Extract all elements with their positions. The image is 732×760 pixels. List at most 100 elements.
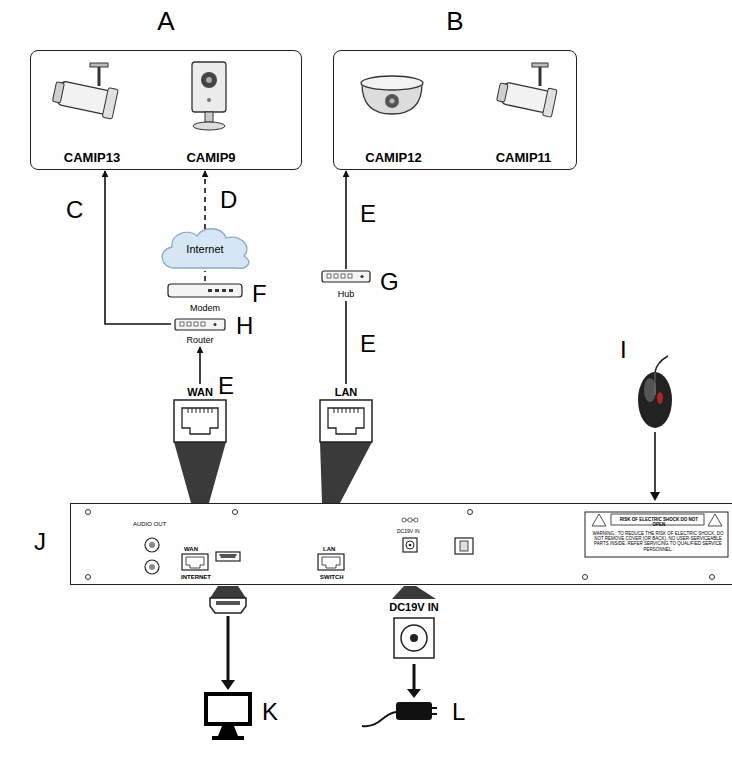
connector bbox=[199, 347, 201, 384]
node-label: Hub bbox=[338, 289, 355, 299]
hub-icon bbox=[334, 274, 338, 278]
rj45-port-enlarged bbox=[174, 400, 226, 442]
router-icon bbox=[180, 322, 184, 326]
bullet-camera bbox=[496, 63, 558, 117]
rj45-port-enlarged bbox=[174, 400, 226, 503]
connector bbox=[345, 301, 347, 384]
modem: Modem bbox=[165, 282, 245, 314]
callout-letter: L bbox=[452, 698, 465, 726]
panel-parts bbox=[322, 557, 340, 568]
panel-parts bbox=[219, 554, 237, 558]
mouse-icon bbox=[654, 432, 656, 493]
router-icon bbox=[201, 322, 205, 326]
panel-marking: WAN bbox=[184, 546, 198, 553]
cube-camera bbox=[207, 98, 211, 102]
panel-parts bbox=[708, 514, 722, 526]
mouse-icon bbox=[650, 492, 660, 501]
node-label: CAMIP12 bbox=[365, 151, 421, 166]
node-label: CAMIP9 bbox=[186, 151, 235, 166]
node-label: LAN bbox=[335, 386, 358, 399]
internet-cloud bbox=[162, 229, 249, 269]
dome-camera bbox=[361, 76, 423, 90]
modem-icon bbox=[168, 284, 242, 297]
mouse-icon bbox=[638, 356, 672, 501]
monitor-icon bbox=[212, 736, 244, 740]
rj45-port-enlarged bbox=[188, 408, 212, 413]
panel-parts bbox=[149, 542, 155, 548]
panel-parts bbox=[592, 514, 606, 526]
hub-icon bbox=[322, 271, 370, 282]
dc-jack-enlarged bbox=[394, 618, 434, 658]
node-label: Router bbox=[186, 335, 213, 345]
panel-parts bbox=[402, 518, 406, 522]
monitor-icon bbox=[206, 694, 250, 724]
dome-camera bbox=[361, 76, 423, 114]
cube-camera bbox=[192, 62, 226, 112]
dvr-rear-panel: AUDIO OUTWANINTERNETLANSWITCHDC19V INRIS… bbox=[70, 503, 732, 585]
monitor-icon bbox=[218, 726, 238, 736]
monitor-icon bbox=[206, 694, 250, 740]
hub: Hub bbox=[319, 270, 373, 300]
panel-parts bbox=[406, 541, 414, 549]
group-letter: B bbox=[334, 7, 576, 37]
group-letter: A bbox=[31, 7, 301, 37]
bullet-camera bbox=[52, 82, 64, 103]
bullet-camera bbox=[539, 67, 542, 86]
dc-jack-enlarged bbox=[413, 664, 416, 690]
panel-marking: DC19V IN bbox=[397, 529, 420, 535]
panel-parts bbox=[186, 557, 204, 568]
mouse-icon bbox=[655, 356, 668, 372]
callout-letter: D bbox=[220, 186, 237, 214]
callout-letter: C bbox=[66, 196, 83, 224]
cube-camera bbox=[192, 62, 226, 130]
modem-icon bbox=[229, 289, 233, 292]
power-adapter bbox=[432, 707, 437, 709]
panel-parts bbox=[468, 510, 473, 515]
router-icon bbox=[187, 322, 191, 326]
callout-letter: E bbox=[218, 372, 234, 400]
dc-jack-enlarged bbox=[407, 689, 421, 698]
dome-camera bbox=[390, 99, 395, 104]
rj45-port-enlarged bbox=[334, 408, 358, 413]
callout-letter: E bbox=[360, 330, 376, 358]
panel-parts bbox=[86, 510, 729, 580]
panel-parts bbox=[414, 518, 418, 522]
camera-node: CAMIP12 bbox=[346, 59, 441, 167]
bullet-camera bbox=[532, 63, 548, 67]
dome-camera bbox=[385, 94, 399, 108]
bullet-camera bbox=[98, 67, 101, 86]
callout-letter: I bbox=[620, 336, 627, 364]
power-jack-callout: DC19V IN bbox=[382, 600, 446, 662]
camera-node: CAMIP9 bbox=[166, 59, 256, 167]
rj45-port-enlarged bbox=[174, 442, 226, 503]
modem-icon bbox=[208, 289, 212, 292]
bullet-camera bbox=[51, 63, 118, 119]
node-label: CAMIP13 bbox=[64, 151, 120, 166]
node-label: CAMIP11 bbox=[496, 151, 552, 166]
mouse-icon bbox=[644, 378, 656, 402]
hdmi-connector bbox=[210, 586, 246, 690]
hub-icon bbox=[361, 275, 364, 278]
bullet-camera bbox=[496, 78, 558, 117]
dc-jack-enlarged bbox=[392, 586, 436, 599]
rj45-port-enlarged bbox=[320, 400, 372, 503]
panel-parts bbox=[216, 552, 240, 561]
cube-camera bbox=[206, 77, 212, 83]
connector bbox=[345, 171, 347, 269]
panel-marking: INTERNET bbox=[181, 574, 211, 581]
hdmi-connector bbox=[227, 616, 230, 682]
port-callout: LAN bbox=[318, 385, 374, 442]
hub-icon bbox=[348, 274, 352, 278]
panel-parts bbox=[149, 564, 155, 570]
panel-marking: RISK OF ELECTRIC SHOCK DO NOT OPEN bbox=[613, 517, 705, 527]
hub-icon bbox=[341, 274, 345, 278]
panel-marking: LAN bbox=[323, 546, 335, 553]
node-label: Modem bbox=[190, 303, 220, 313]
router: Router bbox=[172, 318, 228, 346]
rj45-port-enlarged bbox=[328, 408, 364, 434]
modem-icon bbox=[215, 289, 219, 292]
callout-letter: K bbox=[262, 698, 278, 726]
